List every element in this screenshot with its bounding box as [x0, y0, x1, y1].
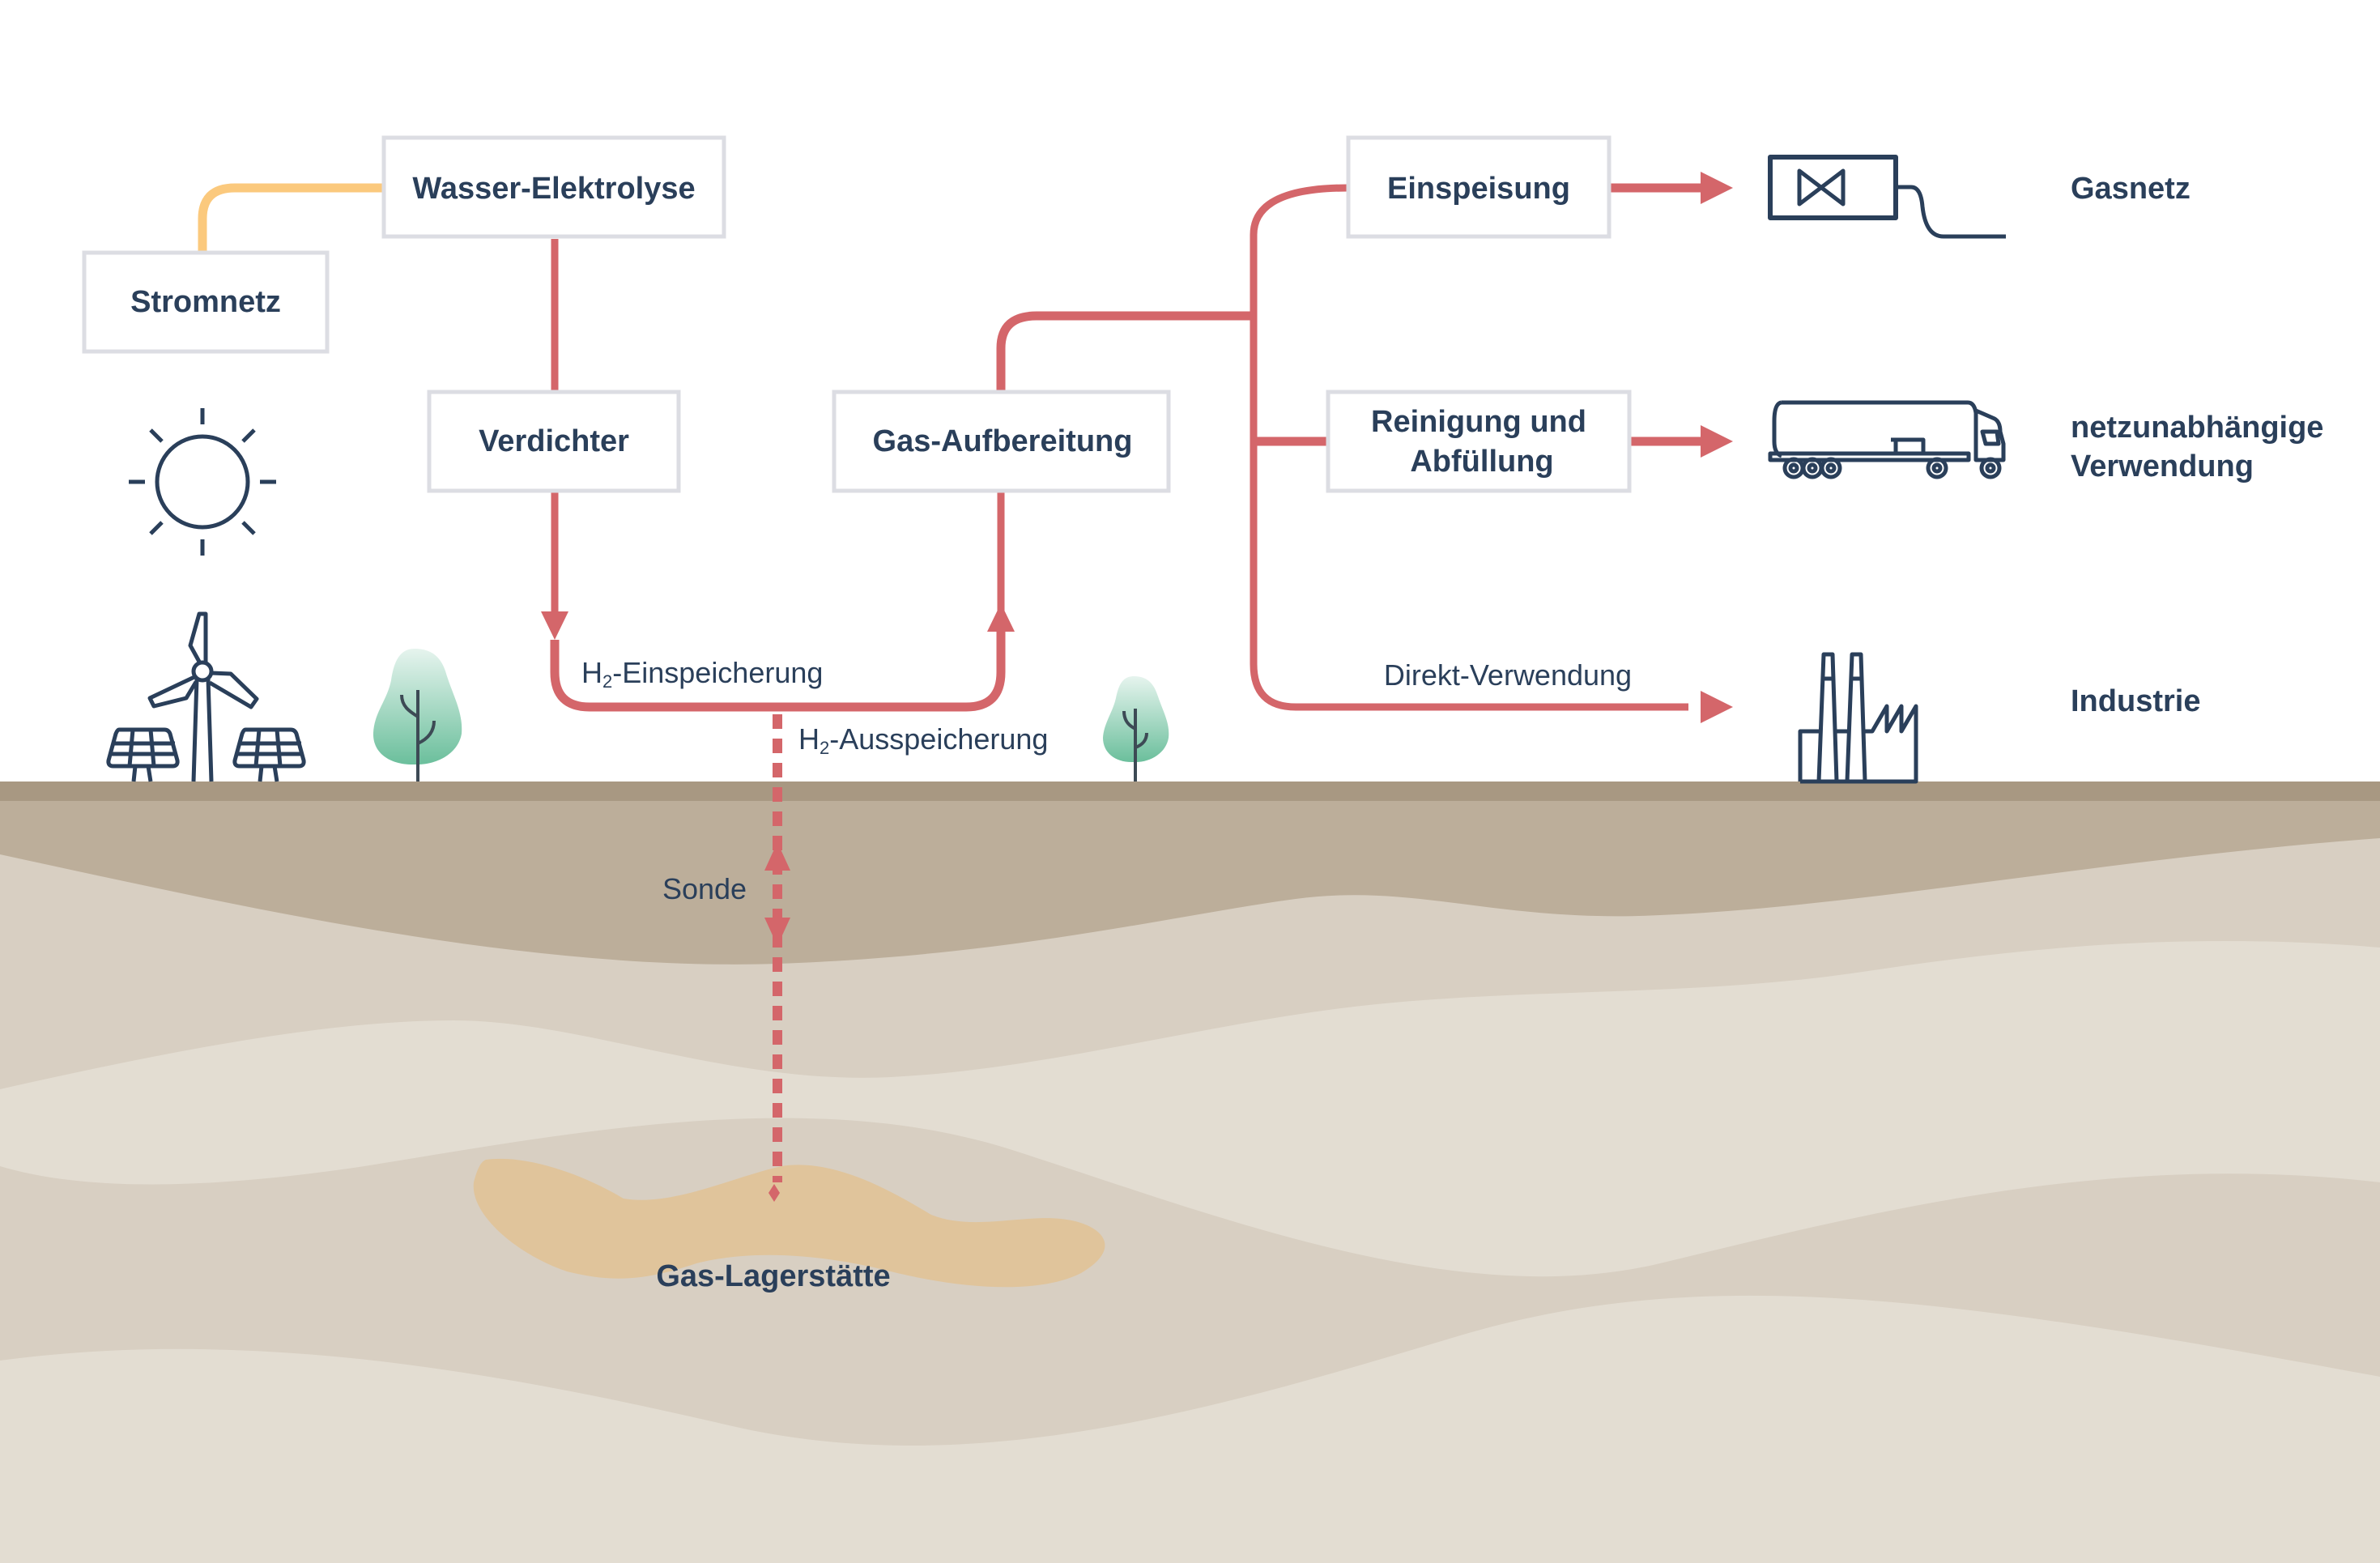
aufbereitung-box — [832, 390, 1171, 493]
valve-icon — [1768, 155, 2006, 239]
stromnetz-label: Stromnetz — [130, 285, 281, 319]
aufbereitung-label: Gas-Aufbereitung — [873, 424, 1133, 458]
gas-reservoir — [473, 1158, 1105, 1288]
gasnetz-label: Gasnetz — [2071, 172, 2191, 206]
node-aufbereitung: Gas-Aufbereitung — [832, 390, 1171, 493]
stromnetz-box — [82, 250, 330, 354]
tree-icon — [1103, 676, 1169, 782]
tree-icon — [373, 649, 462, 782]
direkt-verwendung-label: Direkt-Verwendung — [1384, 658, 1632, 692]
pipe-network — [541, 172, 1733, 723]
sonde-arrow-up — [764, 842, 790, 871]
arrow-to-truck — [1701, 425, 1733, 458]
einspeicherung-label: H2-Einspeicherung — [581, 656, 823, 692]
pipe-storage-loop — [550, 632, 1006, 712]
sonde-arrow-down — [764, 918, 790, 946]
solar-panel-icon — [106, 727, 180, 782]
factory-icon — [1798, 652, 1918, 784]
sonde-probe: Sonde — [662, 714, 790, 1202]
reinigung-label-line2: Abfüllung — [1410, 445, 1553, 479]
arrow-to-industrie — [1701, 691, 1733, 723]
arrow-einspeicherung — [541, 611, 568, 640]
pipe-distribution-trunk — [1250, 184, 1688, 711]
node-stromnetz: Stromnetz — [82, 250, 330, 354]
reinigung-label-line1: Reinigung und — [1371, 405, 1586, 439]
netzunabhaengig-label-line2: Verwendung — [2071, 449, 2254, 483]
node-reinigung: Reinigung und Abfüllung — [1326, 390, 1632, 493]
reservoir-label: Gas-Lagerstätte — [656, 1259, 890, 1293]
verdichter-label: Verdichter — [479, 424, 629, 458]
reinigung-box — [1326, 390, 1632, 493]
power-line — [198, 183, 385, 251]
netzunabhaengig-label-line1: netzunabhängige — [2071, 411, 2323, 445]
node-einspeisung: Einspeisung — [1346, 135, 1612, 239]
elektrolyse-box — [381, 135, 726, 239]
arrow-to-gasnetz — [1701, 172, 1733, 204]
tanker-truck-icon — [1768, 400, 2006, 479]
node-verdichter: Verdichter — [427, 390, 681, 493]
ausspeicherung-label: H2-Ausspeicherung — [798, 722, 1048, 758]
einspeisung-label: Einspeisung — [1387, 172, 1570, 206]
sonde-label: Sonde — [662, 872, 747, 905]
sonde-tip — [768, 1184, 780, 1202]
soil-layer-upper — [0, 784, 2380, 965]
node-elektrolyse: Wasser-Elektrolyse — [381, 135, 726, 239]
einspeisung-box — [1346, 135, 1612, 239]
pipe-aufbereitung-out — [996, 311, 1254, 391]
ground-surface — [0, 782, 2380, 801]
underground-layers — [0, 782, 2380, 1563]
wind-turbine-icon — [147, 611, 259, 782]
elektrolyse-label: Wasser-Elektrolyse — [412, 172, 695, 206]
sun-icon — [129, 408, 276, 556]
solar-panel-icon — [232, 727, 306, 782]
industrie-label: Industrie — [2071, 684, 2200, 718]
verdichter-box — [427, 390, 681, 493]
